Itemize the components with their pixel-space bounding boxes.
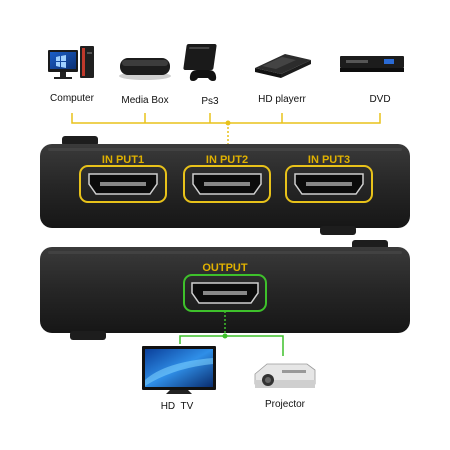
hd-player-icon (255, 54, 311, 78)
hdmi-input-port-3 (285, 165, 373, 203)
computer-icon (48, 46, 94, 79)
hdmi-input-port-1 (79, 165, 167, 203)
source-label-ps3: Ps3 (201, 96, 219, 107)
input-label-3: IN PUT3 (308, 154, 350, 166)
hdmi-input-port-2 (183, 165, 271, 203)
destination-label-tv: HD TV (161, 401, 194, 412)
input-label-2: IN PUT2 (206, 154, 248, 166)
output-label: OUTPUT (202, 262, 248, 274)
input-junction-dot (225, 120, 231, 126)
source-label-computer: Computer (50, 93, 95, 104)
tv-icon (142, 346, 216, 394)
source-label-media-box: Media Box (121, 95, 168, 106)
output-connector-lines (179, 311, 284, 356)
input-label-1: IN PUT1 (102, 154, 144, 166)
game-console-icon (183, 44, 217, 81)
hdmi-output-port (183, 274, 267, 312)
dvd-player-icon (340, 56, 404, 72)
destination-label-projector: Projector (265, 399, 306, 410)
source-label-dvd: DVD (369, 94, 390, 105)
source-label-hd-player: HD playerr (258, 94, 306, 105)
projector-icon (254, 363, 316, 388)
output-junction-dot (222, 333, 228, 339)
media-box-icon (119, 58, 171, 80)
